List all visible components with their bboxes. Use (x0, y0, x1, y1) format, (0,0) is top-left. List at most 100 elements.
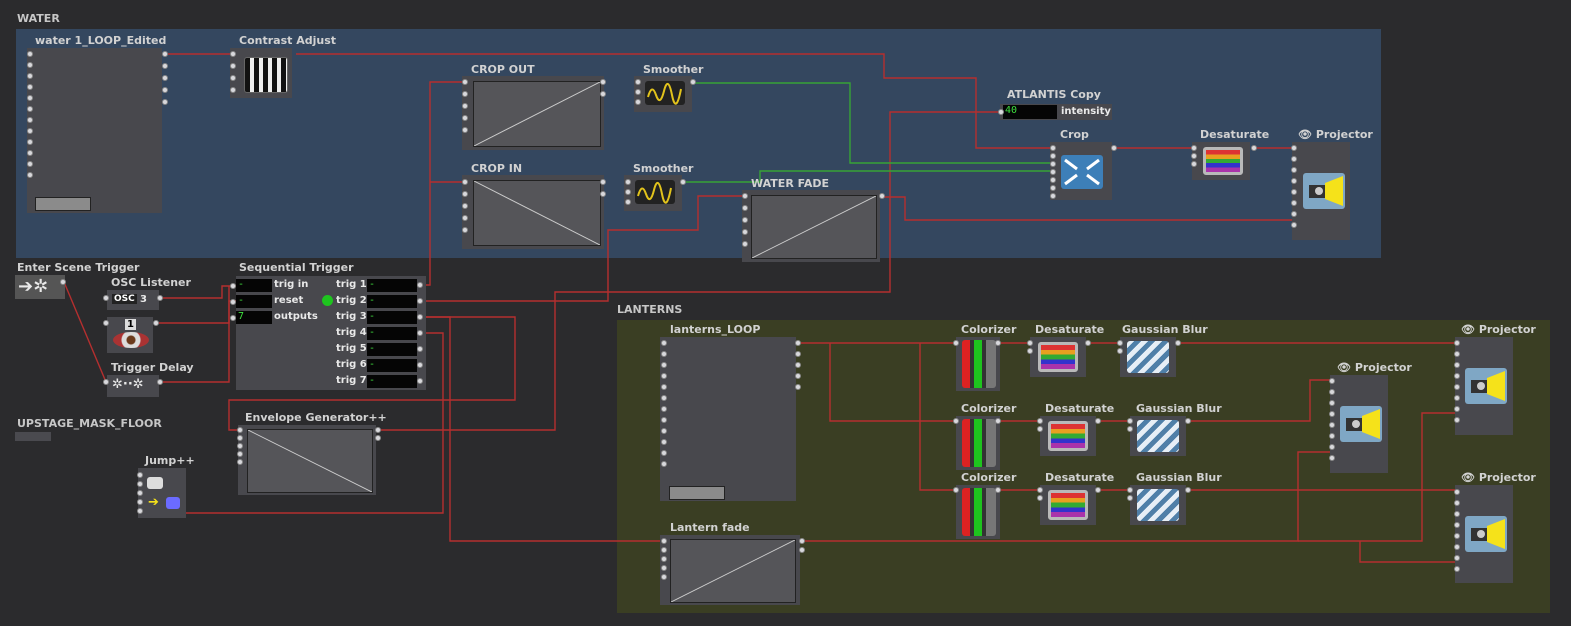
actor-port[interactable] (103, 295, 109, 301)
actor-port[interactable] (417, 346, 423, 352)
actor-port[interactable] (995, 340, 1001, 346)
actor-port[interactable] (462, 115, 468, 121)
actor-port[interactable] (237, 435, 243, 441)
actor-port[interactable] (1050, 153, 1056, 159)
enter-scene-trigger-actor[interactable] (15, 275, 65, 299)
actor-port[interactable] (742, 229, 748, 235)
actor-port[interactable] (230, 87, 236, 93)
actor-port[interactable] (27, 84, 33, 90)
actor-port[interactable] (795, 340, 801, 346)
actor-port[interactable] (137, 490, 143, 496)
actor-port[interactable] (795, 373, 801, 379)
actor-port[interactable] (162, 99, 168, 105)
actor-port[interactable] (742, 217, 748, 223)
actor-port[interactable] (237, 427, 243, 433)
actor-port[interactable] (661, 406, 667, 412)
actor-port[interactable] (237, 459, 243, 465)
actor-port[interactable] (1191, 153, 1197, 159)
actor-port[interactable] (953, 340, 959, 346)
actor-port[interactable] (137, 481, 143, 487)
actor-port[interactable] (995, 418, 1001, 424)
actor-port[interactable] (230, 63, 236, 69)
actor-port[interactable] (462, 203, 468, 209)
actor-port[interactable] (375, 435, 381, 441)
actor-port[interactable] (1095, 487, 1101, 493)
actor-port[interactable] (137, 499, 143, 505)
lanterns-loop-movie-player[interactable] (660, 337, 796, 501)
actor-port[interactable] (1291, 200, 1297, 206)
actor-port[interactable] (1127, 418, 1133, 424)
actor-port[interactable] (661, 351, 667, 357)
actor-port[interactable] (600, 191, 606, 197)
actor-port[interactable] (1454, 544, 1460, 550)
actor-port[interactable] (1251, 145, 1257, 151)
seq-outputs-value[interactable]: 7 (236, 311, 272, 324)
actor-port[interactable] (795, 384, 801, 390)
actor-port[interactable] (27, 106, 33, 112)
actor-port[interactable] (1191, 161, 1197, 167)
actor-port[interactable] (1050, 145, 1056, 151)
actor-port[interactable] (635, 79, 641, 85)
actor-port[interactable] (953, 487, 959, 493)
actor-port[interactable] (1291, 167, 1297, 173)
seq-trig-6-value[interactable]: - (367, 359, 417, 372)
actor-port[interactable] (417, 378, 423, 384)
actor-port[interactable] (1329, 389, 1335, 395)
actor-port[interactable] (60, 279, 66, 285)
seq-trig-4-value[interactable]: - (367, 327, 417, 340)
actor-port[interactable] (661, 417, 667, 423)
actor-port[interactable] (462, 215, 468, 221)
actor-port[interactable] (1329, 444, 1335, 450)
actor-port[interactable] (661, 439, 667, 445)
actor-port[interactable] (661, 362, 667, 368)
actor-port[interactable] (661, 373, 667, 379)
actor-port[interactable] (27, 73, 33, 79)
actor-port[interactable] (230, 51, 236, 57)
actor-port[interactable] (1175, 340, 1181, 346)
actor-port[interactable] (795, 351, 801, 357)
actor-port[interactable] (237, 451, 243, 457)
actor-port[interactable] (1454, 340, 1460, 346)
actor-port[interactable] (1037, 418, 1043, 424)
actor-port[interactable] (27, 161, 33, 167)
actor-port[interactable] (1291, 189, 1297, 195)
actor-port[interactable] (625, 189, 631, 195)
actor-port[interactable] (661, 450, 667, 456)
actor-port[interactable] (1454, 417, 1460, 423)
actor-port[interactable] (1329, 400, 1335, 406)
actor-port[interactable] (1454, 511, 1460, 517)
actor-port[interactable] (230, 299, 236, 305)
seq-trig-in-value[interactable]: - (236, 279, 272, 292)
actor-port[interactable] (27, 95, 33, 101)
actor-port[interactable] (1454, 395, 1460, 401)
actor-port[interactable] (600, 91, 606, 97)
actor-port[interactable] (1050, 185, 1056, 191)
actor-port[interactable] (1329, 422, 1335, 428)
actor-port[interactable] (1027, 348, 1033, 354)
actor-port[interactable] (661, 547, 667, 553)
actor-port[interactable] (1329, 411, 1335, 417)
actor-port[interactable] (1127, 487, 1133, 493)
actor-port[interactable] (742, 241, 748, 247)
actor-port[interactable] (661, 565, 667, 571)
actor-port[interactable] (1050, 193, 1056, 199)
actor-port[interactable] (1454, 522, 1460, 528)
upstage-mask-floor-group[interactable] (15, 432, 51, 441)
jump-actor[interactable] (138, 468, 186, 518)
seq-trig-7-value[interactable]: - (367, 375, 417, 388)
actor-port[interactable] (137, 508, 143, 514)
seq-trig-5-value[interactable]: - (367, 343, 417, 356)
actor-port[interactable] (1291, 145, 1297, 151)
seq-reset-value[interactable]: - (236, 295, 272, 308)
actor-port[interactable] (162, 87, 168, 93)
actor-port[interactable] (635, 99, 641, 105)
actor-port[interactable] (1191, 145, 1197, 151)
actor-port[interactable] (230, 283, 236, 289)
actor-port[interactable] (462, 127, 468, 133)
actor-port[interactable] (661, 556, 667, 562)
actor-port[interactable] (237, 443, 243, 449)
actor-port[interactable] (1117, 340, 1123, 346)
actor-port[interactable] (799, 547, 805, 553)
actor-port[interactable] (625, 199, 631, 205)
actor-port[interactable] (998, 109, 1004, 115)
